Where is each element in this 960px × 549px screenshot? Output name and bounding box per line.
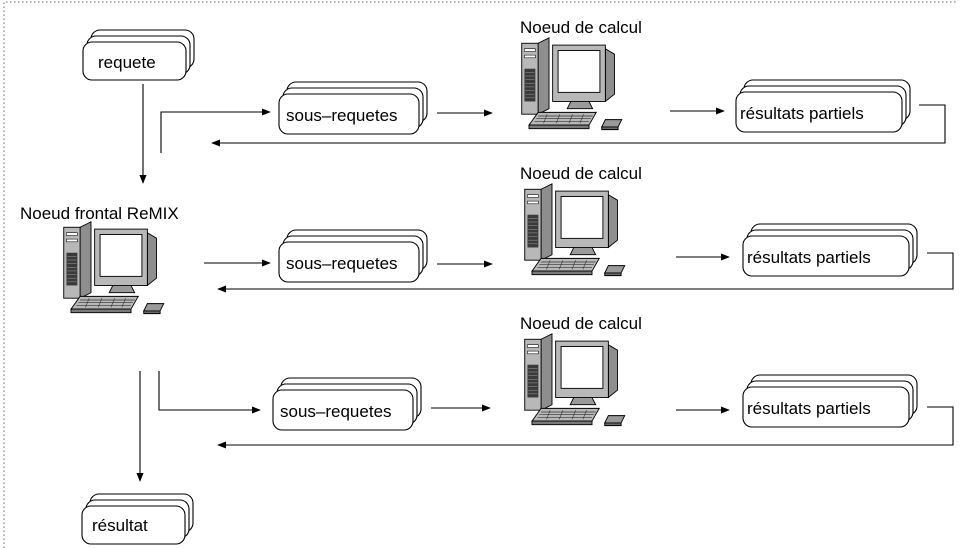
partial-results-label-3: résultats partiels xyxy=(747,399,871,418)
compute-node-computer-icon-2[interactable] xyxy=(524,183,626,277)
arrow-return-1 xyxy=(211,104,946,147)
requete-label: requete xyxy=(98,53,156,72)
arrow-dispatch-1 xyxy=(160,108,271,153)
subqueries-label-1: sous–requetes xyxy=(286,106,398,125)
compute-node-label-3: Noeud de calcul xyxy=(520,314,642,333)
subqueries-stack-3[interactable]: sous–requetes xyxy=(272,377,422,431)
compute-node-label-2: Noeud de calcul xyxy=(520,164,642,183)
compute-node-label-1: Noeud de calcul xyxy=(520,18,642,37)
compute-node-computer-icon-1[interactable] xyxy=(521,37,623,131)
row-3: sous–requetes Noeud de calcul résultats … xyxy=(158,314,954,449)
row-1: sous–requetes Noeud de calcul résultats … xyxy=(160,18,946,153)
subqueries-label-2: sous–requetes xyxy=(286,254,398,273)
partial-results-stack-3[interactable]: résultats partiels xyxy=(742,374,918,428)
arrow-return-2 xyxy=(217,252,954,293)
subqueries-stack-2[interactable]: sous–requetes xyxy=(278,229,428,283)
arrow-dispatch-3 xyxy=(158,371,261,414)
frontal-node-label: Noeud frontal ReMIX xyxy=(20,204,179,223)
resultat-document-stack[interactable]: résultat xyxy=(81,493,194,545)
partial-results-stack-2[interactable]: résultats partiels xyxy=(742,223,918,277)
row-2: sous–requetes Noeud de calcul résultats … xyxy=(204,164,954,293)
subqueries-stack-1[interactable]: sous–requetes xyxy=(278,81,428,135)
partial-results-label-1: résultats partiels xyxy=(740,104,864,123)
partial-results-stack-1[interactable]: résultats partiels xyxy=(735,79,911,133)
partial-results-label-2: résultats partiels xyxy=(747,248,871,267)
arrow-return-3 xyxy=(217,406,954,449)
subqueries-label-3: sous–requetes xyxy=(280,402,392,421)
requete-document-stack[interactable]: requete xyxy=(82,29,195,81)
compute-node-computer-icon-3[interactable] xyxy=(524,333,626,427)
resultat-label: résultat xyxy=(92,516,148,535)
frontal-computer-icon[interactable] xyxy=(63,221,165,315)
